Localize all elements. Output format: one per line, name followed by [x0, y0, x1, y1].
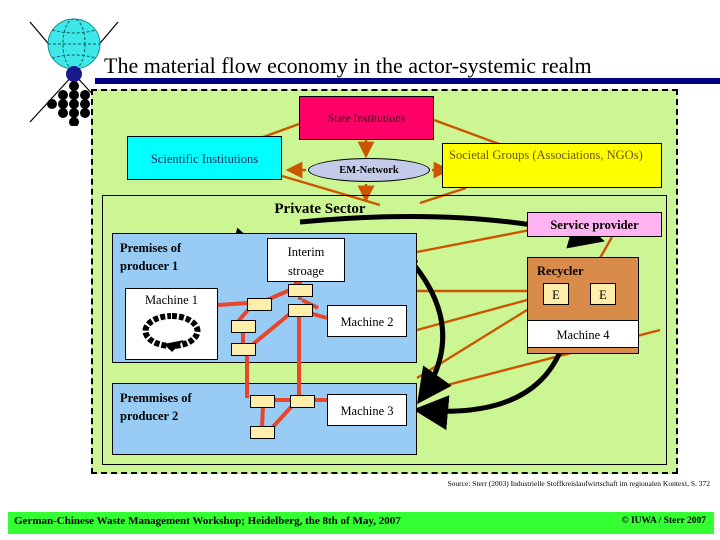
em-network-ellipse[interactable]: EM-Network [308, 158, 430, 182]
interim-storage-line2: stroage [287, 264, 325, 278]
societal-groups-box[interactable]: Societal Groups (Associations, NGOs) [442, 143, 662, 188]
private-sector-container [102, 195, 667, 465]
machine-1-label: Machine 1 [144, 293, 199, 307]
title-rule [95, 78, 720, 84]
producer-2-label-line1: Premmises of [120, 391, 192, 405]
recycler-unit-1[interactable]: E [543, 283, 569, 305]
service-provider-box[interactable]: Service provider [527, 212, 662, 237]
recycler-unit-2[interactable]: E [590, 283, 616, 305]
source-citation: Source: Sterr (2003) Industrielle Stoffk… [447, 479, 710, 488]
producer-1-label-line2: producer 1 [120, 259, 179, 273]
pallet [290, 395, 315, 408]
footer-bar: German-Chinese Waste Management Workshop… [8, 512, 714, 534]
machine-3-box[interactable]: Machine 3 [327, 394, 407, 426]
machine-2-box[interactable]: Machine 2 [327, 305, 407, 337]
pallet [250, 395, 275, 408]
machine-1-box[interactable]: Machine 1 [125, 288, 218, 360]
pallet [231, 320, 256, 333]
producer-1-label-line1: Premises of [120, 241, 182, 255]
pallet [288, 304, 313, 317]
interim-storage-box[interactable]: Interim stroage [267, 238, 345, 282]
scientific-institutions-box[interactable]: Scientific Institutions [127, 136, 282, 180]
pallet [288, 284, 313, 297]
producer-2-label-line2: producer 2 [120, 409, 179, 423]
state-institutions-box[interactable]: State Institutions [299, 96, 434, 140]
private-sector-title: Private Sector [274, 201, 366, 217]
footer-right-text: © IUWA / Sterr 2007 [621, 516, 706, 526]
globe-hourglass-logo-icon [22, 14, 130, 127]
machine-4-box[interactable]: Machine 4 [527, 320, 639, 348]
recycler-label: Recycler [537, 264, 584, 278]
interim-storage-line1: Interim [287, 245, 325, 259]
footer-left-text: German-Chinese Waste Management Workshop… [14, 515, 401, 527]
circular-process-icon [142, 313, 200, 352]
pallet [250, 426, 275, 439]
pallet [231, 343, 256, 356]
page-title: The material flow economy in the actor-s… [104, 53, 592, 78]
pallet [247, 298, 272, 311]
